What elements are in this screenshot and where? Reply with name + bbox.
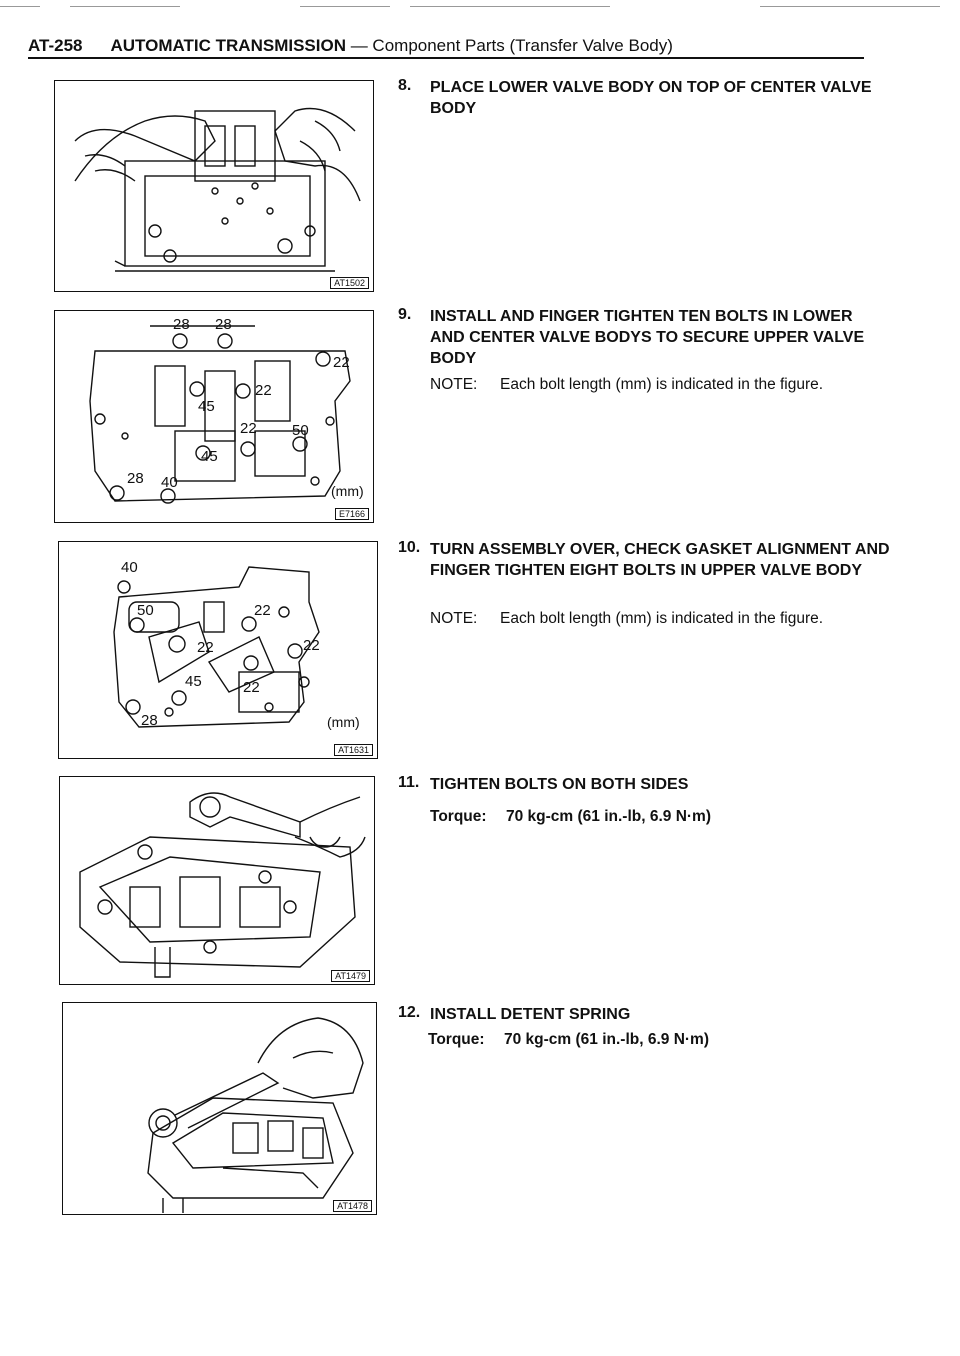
page-code: AT-258 <box>28 36 83 55</box>
bolt-length-diagram-lower: 28 28 22 22 45 22 50 45 28 40 <box>89 316 351 504</box>
step-text: TIGHTEN BOLTS ON BOTH SIDES <box>430 776 689 793</box>
bolt-label: 22 <box>254 602 271 619</box>
step-12-torque: Torque: 70 kg-cm (61 in.-lb, 6.9 N·m) <box>428 1031 709 1049</box>
note-text: Each bolt length (mm) is indicated in th… <box>500 610 824 627</box>
step-10: 10. TURN ASSEMBLY OVER, CHECK GASKET ALI… <box>398 539 890 605</box>
step-10-note: NOTE: Each bolt length (mm) is indicated … <box>430 610 823 628</box>
step-text: TURN ASSEMBLY OVER, CHECK GASKET ALIGNME… <box>430 541 890 579</box>
step-9: 9. INSTALL AND FINGER TIGHTEN TEN BOLTS … <box>398 306 888 372</box>
bolt-label: 45 <box>201 448 218 465</box>
bolt-label: 28 <box>127 470 144 487</box>
step-11: 11. TIGHTEN BOLTS ON BOTH SIDES <box>398 774 888 796</box>
torque-label: Torque: <box>428 1031 485 1048</box>
bolt-length-diagram-upper: 40 50 22 22 22 45 22 28 <box>113 559 320 729</box>
figure-tighten-bolts: AT1479 <box>59 776 375 985</box>
figure-id: AT1502 <box>330 277 369 289</box>
valve-body-hands-illustration <box>74 107 361 272</box>
bolt-label: 40 <box>161 474 178 491</box>
step-number: 8. <box>398 77 412 94</box>
header-divider <box>28 57 864 59</box>
step-number: 10. <box>398 539 421 556</box>
bolt-label: 28 <box>173 316 190 333</box>
bolt-label: 22 <box>303 637 320 654</box>
figure-id: AT1631 <box>334 744 373 756</box>
figure-lower-bolt-lengths: 28 28 22 22 45 22 50 45 28 40 (mm) E7166 <box>54 310 374 523</box>
step-text: INSTALL DETENT SPRING <box>430 1006 631 1023</box>
bolt-label: 22 <box>243 679 260 696</box>
bolt-label: 22 <box>333 354 350 371</box>
torque-wrench-illustration <box>79 792 366 978</box>
detent-spring-illustration <box>147 1017 364 1213</box>
bolt-label: 22 <box>255 382 272 399</box>
step-8: 8. PLACE LOWER VALVE BODY ON TOP OF CENT… <box>398 77 888 121</box>
page-subtitle: — Component Parts (Transfer Valve Body) <box>345 36 673 55</box>
torque-value: 70 kg-cm (61 in.-lb, 6.9 N·m) <box>504 1031 709 1048</box>
figure-id: AT1479 <box>331 970 370 982</box>
note-label: NOTE: <box>430 376 478 393</box>
bolt-label: 45 <box>185 673 202 690</box>
figure-upper-bolt-lengths: 40 50 22 22 22 45 22 28 (mm) AT1631 <box>58 541 378 759</box>
step-12: 12. INSTALL DETENT SPRING <box>398 1004 888 1026</box>
bolt-label: 45 <box>198 398 215 415</box>
bolt-label: 40 <box>121 559 138 576</box>
bolt-label: 50 <box>292 422 309 439</box>
figure-id: AT1478 <box>333 1200 372 1212</box>
step-number: 11. <box>398 774 420 791</box>
torque-label: Torque: <box>430 808 487 825</box>
step-number: 9. <box>398 306 412 323</box>
bolt-label: 28 <box>215 316 232 333</box>
page-title: AUTOMATIC TRANSMISSION <box>110 36 346 55</box>
figure-lower-valve-body-placement: AT1502 <box>54 80 374 292</box>
bolt-label: 22 <box>197 639 214 656</box>
figure-id: E7166 <box>334 508 369 520</box>
step-11-torque: Torque: 70 kg-cm (61 in.-lb, 6.9 N·m) <box>430 808 711 826</box>
step-number: 12. <box>398 1004 421 1021</box>
step-9-note: NOTE: Each bolt length (mm) is indicated … <box>430 376 823 394</box>
bolt-label: 28 <box>141 712 158 729</box>
step-text: PLACE LOWER VALVE BODY ON TOP OF CENTER … <box>430 79 872 117</box>
torque-value: 70 kg-cm (61 in.-lb, 6.9 N·m) <box>506 808 711 825</box>
step-text: INSTALL AND FINGER TIGHTEN TEN BOLTS IN … <box>430 308 865 367</box>
bolt-label: 50 <box>137 602 154 619</box>
note-label: NOTE: <box>430 610 478 627</box>
unit-label: (mm) <box>331 483 364 499</box>
bolt-label: 22 <box>240 420 257 437</box>
note-text: Each bolt length (mm) is indicated in th… <box>500 376 824 393</box>
page-header: AT-258 AUTOMATIC TRANSMISSION — Component… <box>28 36 864 58</box>
unit-label: (mm) <box>327 714 360 730</box>
figure-detent-spring: AT1478 <box>62 1002 377 1215</box>
